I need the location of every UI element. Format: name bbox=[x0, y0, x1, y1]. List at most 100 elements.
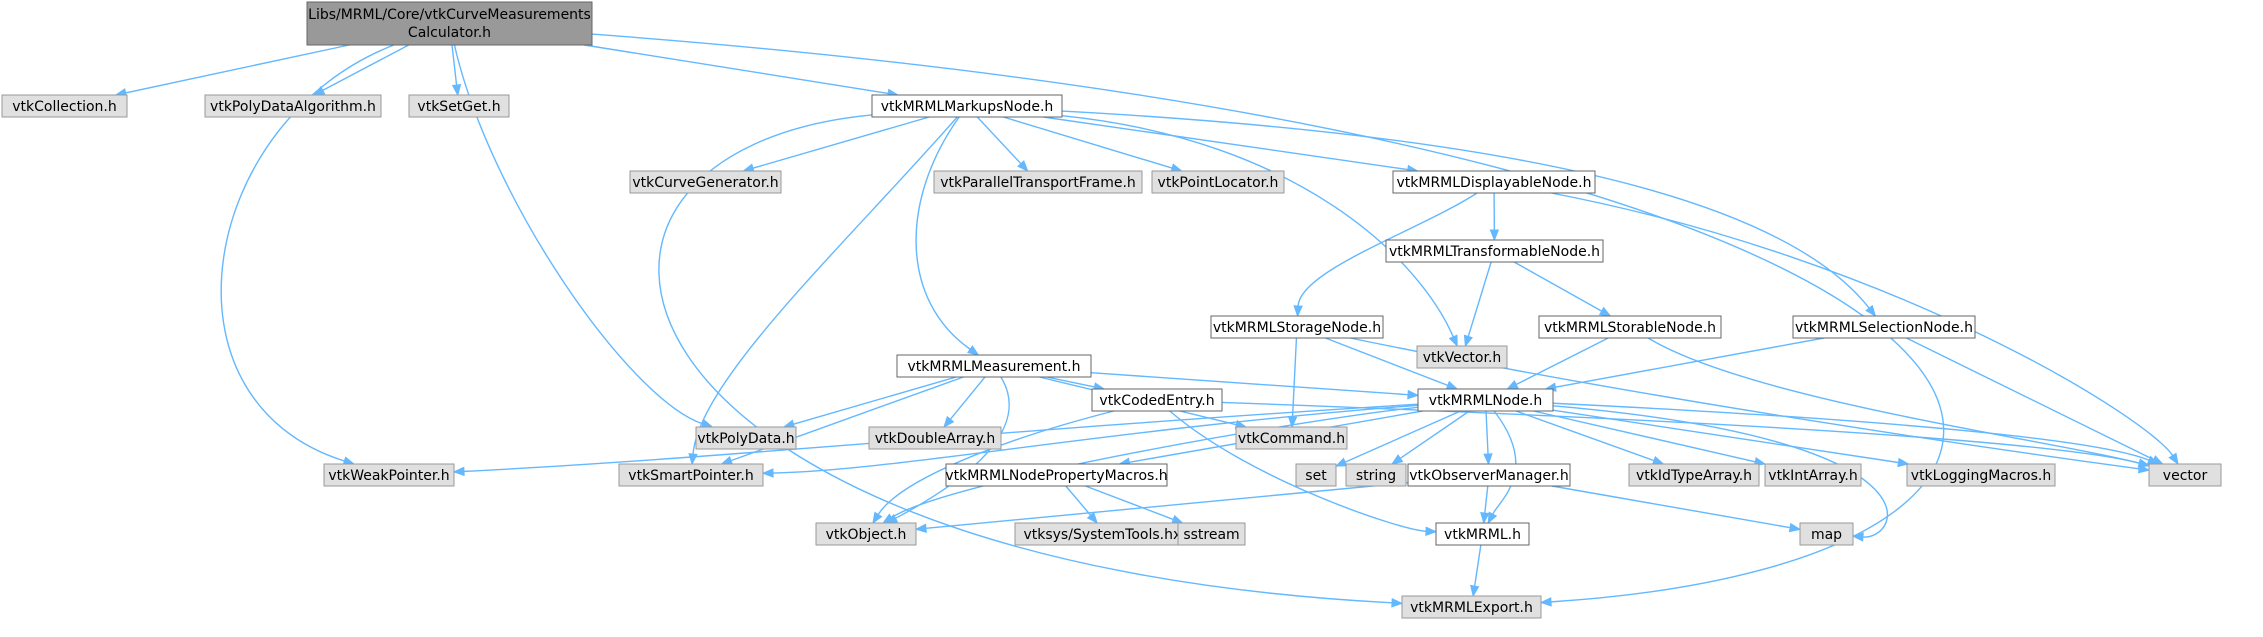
node-box bbox=[1345, 463, 1407, 487]
node-set[interactable]: set bbox=[1295, 463, 1337, 487]
edge-vtkMRML-to-vtkMRMLExport bbox=[1470, 544, 1482, 598]
arrowhead bbox=[720, 455, 734, 465]
node-vtkPolyData[interactable]: vtkPolyData.h bbox=[695, 426, 797, 450]
edge-vtkMRMLNode-to-vtkLoggingMacros bbox=[1552, 409, 1910, 468]
edge-line bbox=[451, 44, 458, 86]
edge-line bbox=[1515, 410, 1655, 462]
node-label-line2: Calculator.h bbox=[408, 25, 491, 41]
edge-line bbox=[1492, 410, 1517, 515]
node-vtkIdTypeArray[interactable]: vtkIdTypeArray.h bbox=[1628, 463, 1760, 487]
node-vtkCodedEntry[interactable]: vtkCodedEntry.h bbox=[1091, 388, 1223, 412]
arrowhead bbox=[1506, 380, 1519, 390]
edge-vtkMRMLNodePropertyMacros-to-vtksysSystemTools bbox=[1065, 485, 1099, 525]
edge-line bbox=[1065, 485, 1092, 516]
edge-line bbox=[1297, 192, 1478, 307]
node-vtkVector[interactable]: vtkVector.h bbox=[1416, 345, 1508, 369]
node-vtksysSystemTools[interactable]: vtksys/SystemTools.hxx bbox=[1014, 522, 1199, 546]
edge-line bbox=[1906, 337, 2154, 461]
node-label: map bbox=[1811, 527, 1842, 543]
node-vtkMRML[interactable]: vtkMRML.h bbox=[1435, 522, 1530, 546]
node-label: vtkIntArray.h bbox=[1768, 468, 1857, 484]
arrowhead bbox=[1487, 511, 1498, 525]
node-label: vtkMRML.h bbox=[1444, 527, 1521, 543]
node-label: vtkParallelTransportFrame.h bbox=[940, 175, 1136, 191]
node-label: vtkMRMLExport.h bbox=[1410, 600, 1533, 616]
edge-line bbox=[915, 116, 971, 350]
node-box bbox=[618, 463, 764, 487]
arrowhead bbox=[1287, 416, 1298, 429]
edge-line bbox=[1552, 405, 1888, 538]
node-box bbox=[1, 94, 128, 118]
arrowhead bbox=[2137, 458, 2151, 468]
arrowhead bbox=[1539, 597, 1552, 607]
edge-vtkMRMLMeasurement-to-vtkObject bbox=[885, 376, 1010, 524]
node-vtkObject[interactable]: vtkObject.h bbox=[815, 522, 917, 546]
node-string[interactable]: string bbox=[1345, 463, 1407, 487]
node-label: Libs/MRML/Core/vtkCurveMeasurements bbox=[308, 7, 591, 23]
edge-vtkMRMLNode-to-vtkObject bbox=[881, 406, 1419, 524]
node-vtkCollection[interactable]: vtkCollection.h bbox=[1, 94, 128, 118]
node-vtkCurveGenerator[interactable]: vtkCurveGenerator.h bbox=[629, 170, 782, 194]
edge-line bbox=[1085, 485, 1174, 521]
node-map[interactable]: map bbox=[1799, 522, 1854, 546]
node-vtkMRMLStorageNode[interactable]: vtkMRMLStorageNode.h bbox=[1210, 315, 1384, 339]
arrowhead bbox=[451, 84, 462, 97]
edge-line bbox=[1344, 410, 1461, 463]
node-vtkMRMLSelectionNode[interactable]: vtkMRMLSelectionNode.h bbox=[1792, 315, 1976, 339]
edge-vtkMRMLTransformableNode-to-vtkMRMLStorableNode bbox=[1513, 261, 1612, 317]
node-vtkPolyDataAlgorithm[interactable]: vtkPolyDataAlgorithm.h bbox=[204, 94, 382, 118]
edge-line bbox=[949, 376, 986, 420]
edge-line bbox=[1169, 410, 1427, 532]
node-box bbox=[1235, 426, 1348, 450]
node-sstream[interactable]: sstream bbox=[1177, 522, 1246, 546]
edge-vtkMRMLMeasurement-to-vtkPolyData bbox=[782, 376, 957, 429]
edge-line bbox=[1473, 544, 1482, 587]
node-box bbox=[204, 94, 382, 118]
node-label: vtkMRMLStorableNode.h bbox=[1544, 320, 1716, 336]
node-vtkLoggingMacros[interactable]: vtkLoggingMacros.h bbox=[1906, 463, 2056, 487]
arrowhead bbox=[688, 453, 698, 466]
node-vtkMRMLExport[interactable]: vtkMRMLExport.h bbox=[1401, 595, 1542, 619]
edge-vtkMRMLMeasurement-to-vtkMRMLNode bbox=[1090, 372, 1420, 400]
node-vtkIntArray[interactable]: vtkIntArray.h bbox=[1764, 463, 1862, 487]
edge-line bbox=[1647, 337, 2140, 464]
node-box bbox=[1538, 315, 1722, 339]
node-label: string bbox=[1356, 468, 1396, 484]
node-vtkMRMLMarkupsNode[interactable]: vtkMRMLMarkupsNode.h bbox=[871, 94, 1063, 118]
node-vtkCommand[interactable]: vtkCommand.h bbox=[1235, 426, 1348, 450]
node-vtkSetGet[interactable]: vtkSetGet.h bbox=[408, 94, 510, 118]
node-box bbox=[1407, 463, 1571, 487]
arrowhead bbox=[1425, 526, 1438, 536]
edge-vtkMRMLMarkupsNode-to-vtkSmartPointer bbox=[688, 116, 958, 466]
edge-line bbox=[1061, 115, 1454, 338]
edge-root-to-vtkPolyDataAlgorithm bbox=[312, 44, 410, 96]
node-box bbox=[1435, 522, 1530, 546]
node-vtkObserverManager[interactable]: vtkObserverManager.h bbox=[1407, 463, 1571, 487]
edge-vtkMRMLMarkupsNode-to-vtkCurveGenerator bbox=[742, 116, 930, 173]
node-vtkPointLocator[interactable]: vtkPointLocator.h bbox=[1151, 170, 1285, 194]
arrowhead bbox=[914, 523, 927, 533]
node-label: vtkMRMLNode.h bbox=[1429, 393, 1542, 409]
node-vtkMRMLMeasurement[interactable]: vtkMRMLMeasurement.h bbox=[896, 354, 1092, 378]
edge-vtkMRMLMarkupsNode-to-vtkPointLocator bbox=[1003, 116, 1183, 173]
node-vtkMRMLDisplayableNode[interactable]: vtkMRMLDisplayableNode.h bbox=[1392, 170, 1596, 194]
node-label: vtkIdTypeArray.h bbox=[1636, 468, 1752, 484]
edge-vtkMRMLNode-to-vtkIdTypeArray bbox=[1515, 410, 1665, 465]
node-vtkMRMLTransformableNode[interactable]: vtkMRMLTransformableNode.h bbox=[1385, 239, 1604, 263]
node-vtkParallelTransportFrame[interactable]: vtkParallelTransportFrame.h bbox=[933, 170, 1143, 194]
node-root[interactable]: Libs/MRML/Core/vtkCurveMeasurementsCalcu… bbox=[306, 1, 593, 46]
node-vtkMRMLNodePropertyMacros[interactable]: vtkMRMLNodePropertyMacros.h bbox=[945, 463, 1168, 487]
node-vtkDoubleArray[interactable]: vtkDoubleArray.h bbox=[868, 426, 1002, 450]
node-label: vtkSmartPointer.h bbox=[628, 468, 753, 484]
node-vtkSmartPointer[interactable]: vtkSmartPointer.h bbox=[618, 463, 764, 487]
node-label: vtkCommand.h bbox=[1238, 431, 1345, 447]
edge-line bbox=[752, 116, 930, 169]
node-vtkMRMLNode[interactable]: vtkMRMLNode.h bbox=[1417, 388, 1554, 412]
edge-vtkMRMLMarkupsNode-to-vtkVector bbox=[1061, 115, 1458, 348]
edge-line bbox=[1551, 485, 1791, 529]
node-vtkMRMLStorableNode[interactable]: vtkMRMLStorableNode.h bbox=[1538, 315, 1722, 339]
node-label: vtkObject.h bbox=[826, 527, 907, 543]
node-vtkWeakPointer[interactable]: vtkWeakPointer.h bbox=[323, 463, 455, 487]
arrowhead bbox=[1489, 229, 1500, 242]
node-vector[interactable]: vector bbox=[2148, 463, 2222, 487]
